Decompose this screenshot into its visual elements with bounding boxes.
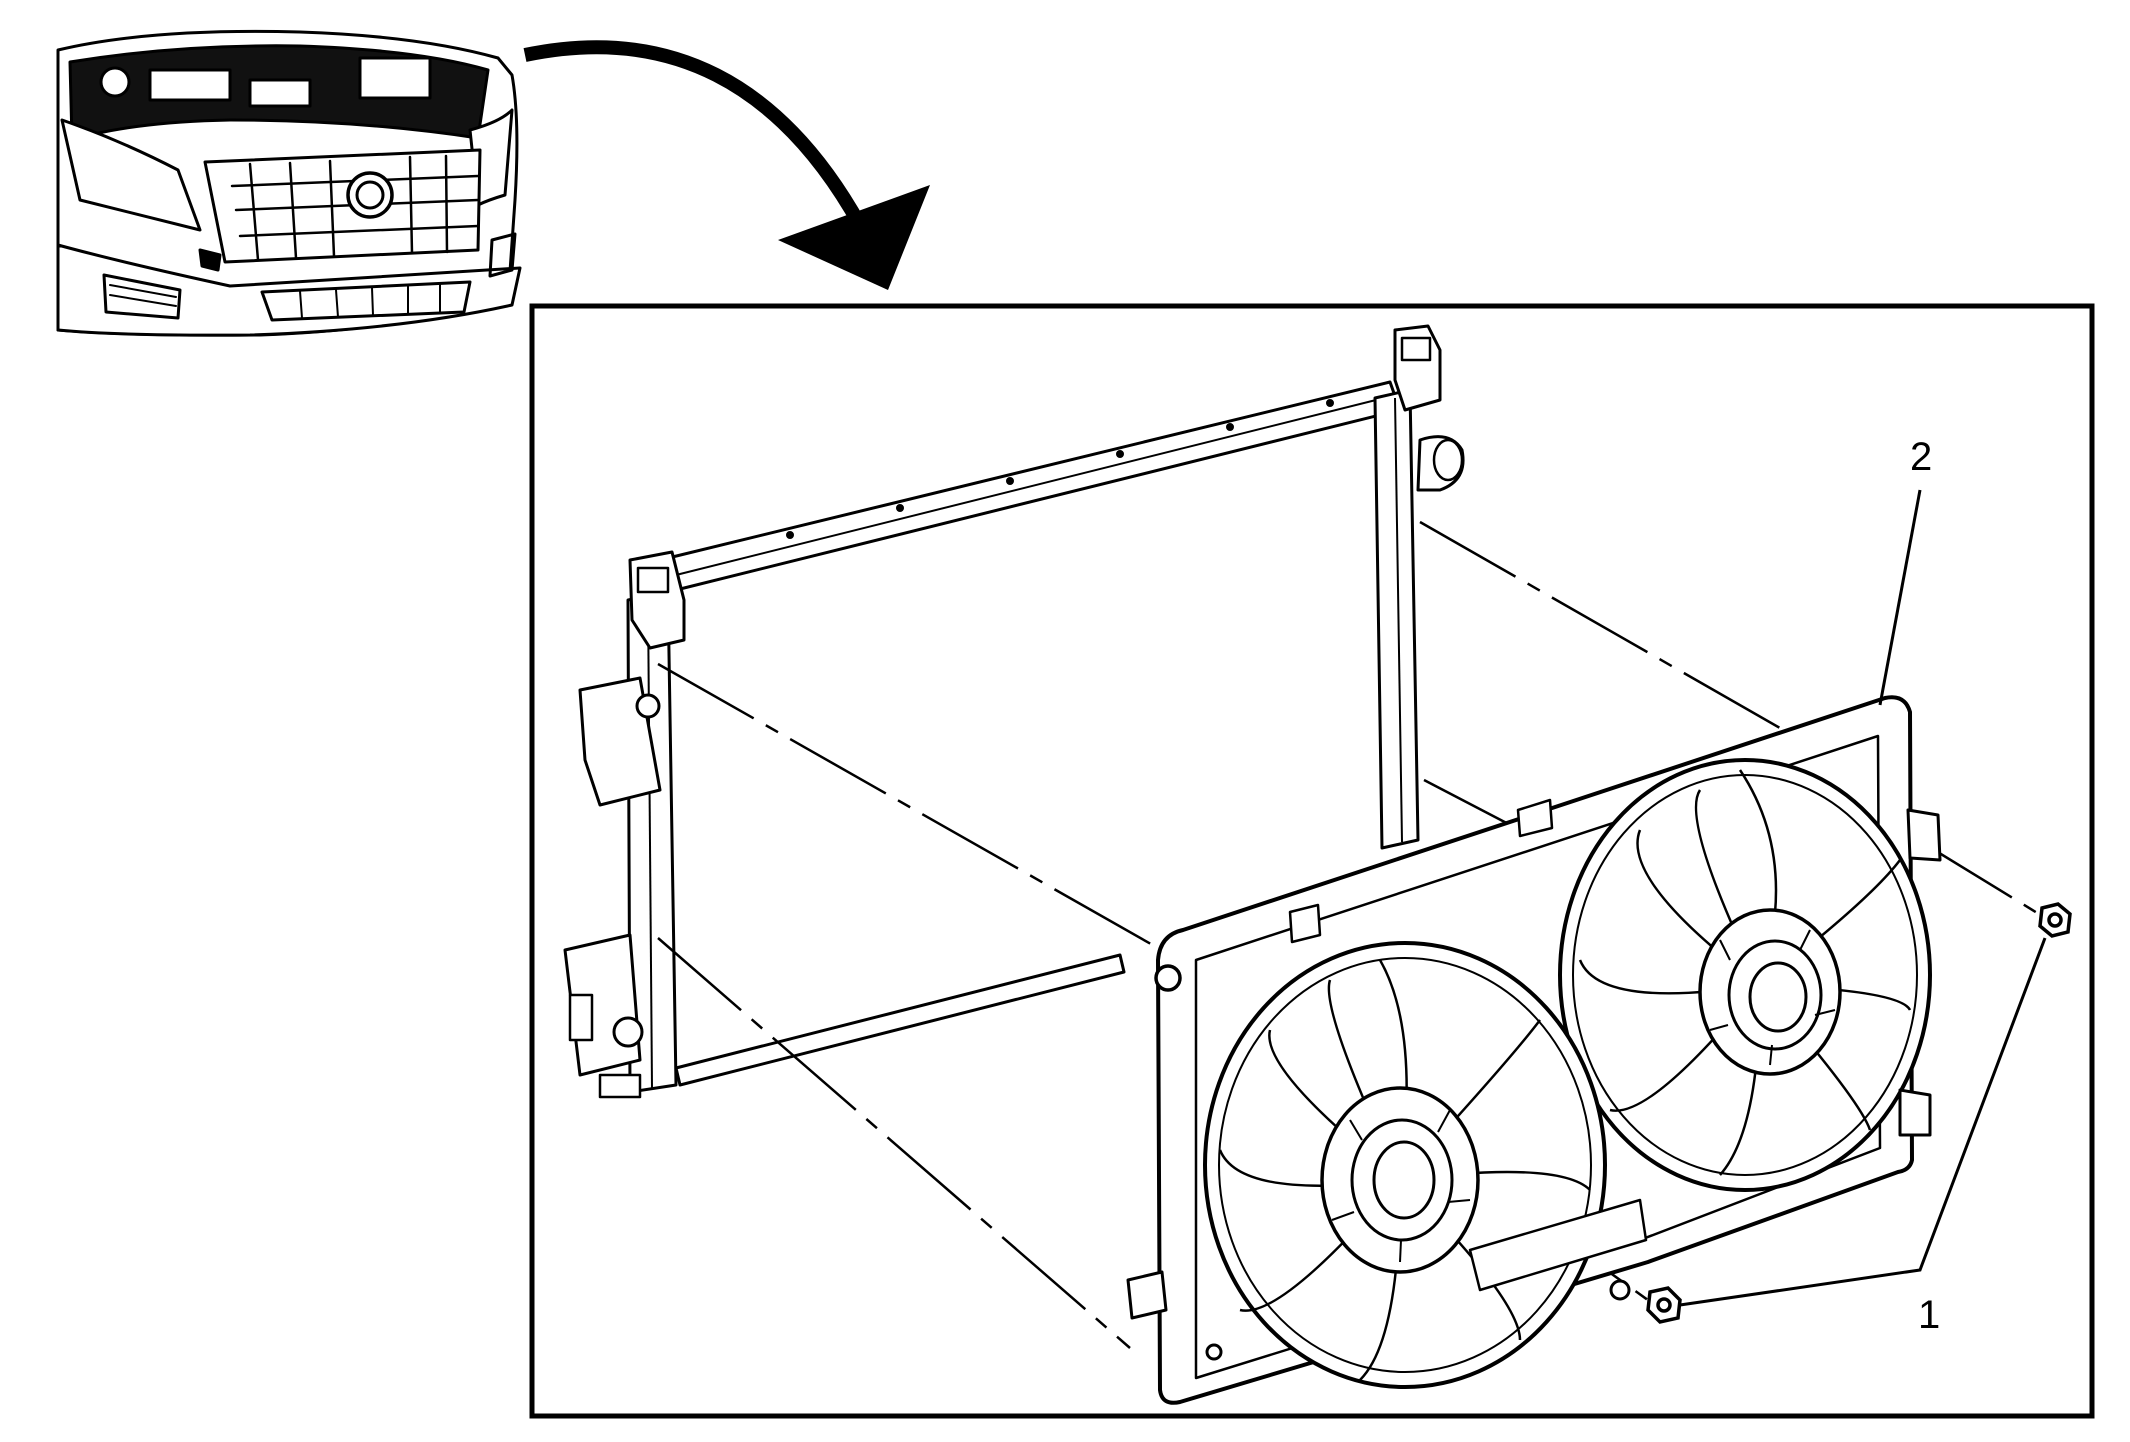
emblem-inner: [355, 180, 385, 210]
arrow-head-icon: [778, 185, 930, 290]
align-line-lower-right: [1423, 778, 1521, 832]
transition-arrow: [523, 40, 930, 290]
side-marker: [198, 248, 222, 272]
lower-intake: [260, 280, 472, 322]
fan-shroud: [1126, 695, 1942, 1405]
left-headlamp: [60, 118, 202, 232]
align-line-lower-left: [657, 937, 1131, 1349]
fasteners: [1646, 902, 2072, 1324]
shroud-left-clip: [1288, 903, 1322, 944]
shroud-upper-mount: [1154, 964, 1182, 992]
reservoir-cap: [99, 66, 131, 98]
air-box: [248, 78, 312, 108]
lower-intake-slats: [299, 283, 441, 319]
vehicle-front-inset: [56, 29, 522, 337]
fuse-box: [358, 56, 432, 100]
callout-1: 1: [1918, 1293, 1940, 1337]
align-line-upper-right: [1419, 520, 1781, 730]
callout-leaders: [1679, 489, 2047, 1307]
radiator: [563, 324, 1465, 1099]
fastener-bottom: [1646, 1286, 1682, 1324]
right-fan: [1558, 758, 1932, 1192]
left-fog-lamp: [102, 273, 182, 320]
lower-mount-bolt: [612, 1016, 644, 1048]
shroud-top-tab: [1516, 798, 1554, 838]
shroud-lower-mount: [1126, 1270, 1168, 1320]
top-rail-clips: [786, 399, 1334, 539]
leader-fasteners: [1679, 937, 2047, 1307]
callout-2: 2: [1910, 435, 1932, 479]
shroud-right-lower-tab: [1898, 1088, 1932, 1137]
shroud-right-tab: [1906, 808, 1942, 862]
arrow-shaft: [523, 40, 867, 229]
align-line-upper-left: [657, 662, 1166, 954]
fastener-right: [2038, 902, 2072, 938]
right-fog-lamp: [488, 232, 517, 278]
left-fan: [1203, 941, 1607, 1389]
upper-mount-bolt: [635, 693, 661, 719]
leader-shroud: [1878, 489, 1922, 706]
left-motor-fins: [1331, 1109, 1471, 1263]
engine-cover: [148, 68, 232, 102]
right-motor-fins: [1709, 929, 1836, 1066]
